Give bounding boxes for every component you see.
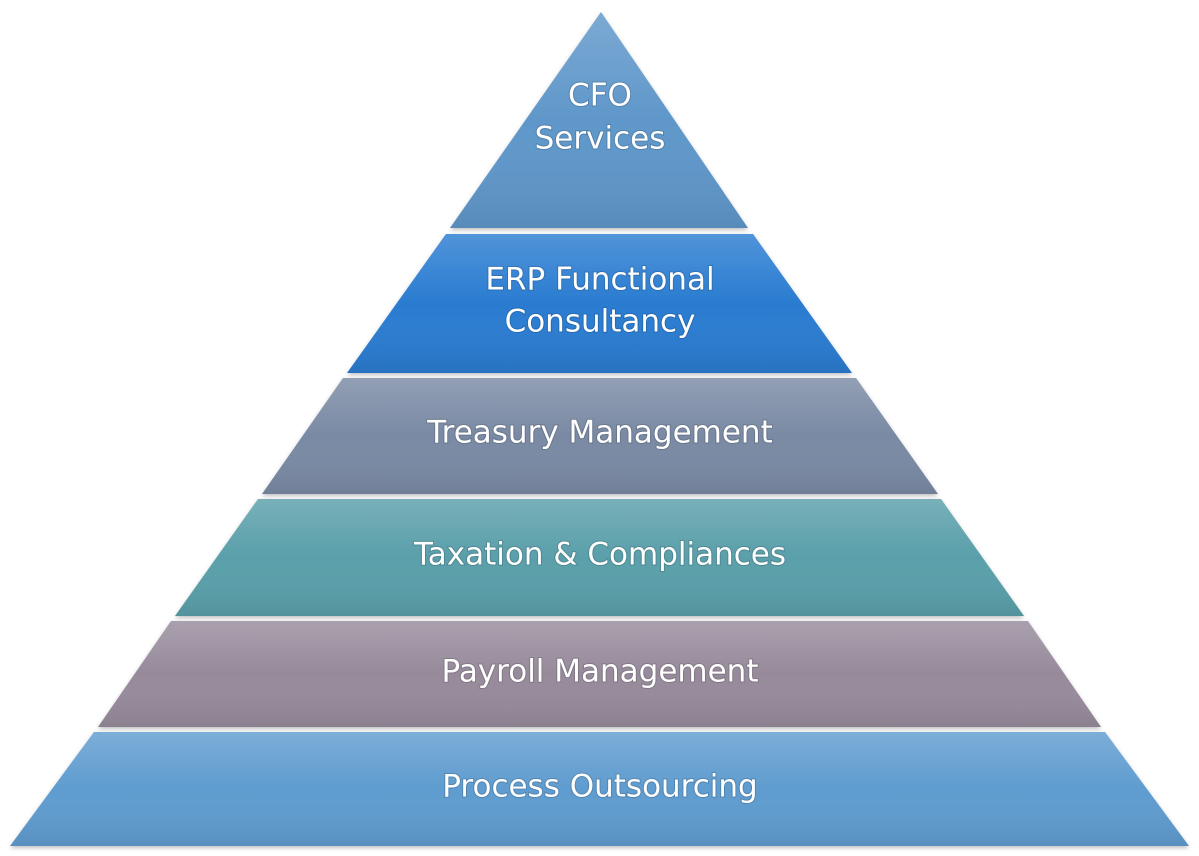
tier-shine xyxy=(262,378,938,494)
tier-shine xyxy=(450,12,748,228)
pyramid-tier-payroll-management: Payroll Management xyxy=(98,621,1101,727)
tier-shine xyxy=(98,621,1101,727)
pyramid-tier-erp-functional-consultancy: ERP Functional Consultancy xyxy=(347,234,852,373)
pyramid-tier-process-outsourcing: Process Outsourcing xyxy=(10,732,1189,846)
pyramid-tier-taxation-compliances: Taxation & Compliances xyxy=(175,499,1024,616)
tier-label-line: ERP Functional xyxy=(485,262,714,298)
pyramid-tier-treasury-management: Treasury Management xyxy=(262,378,938,494)
tier-shine xyxy=(10,732,1189,846)
tier-shine xyxy=(175,499,1024,616)
tier-label-line: Consultancy xyxy=(505,304,696,340)
tier-label-line: Process Outsourcing xyxy=(442,769,757,805)
tier-label-line: Taxation & Compliances xyxy=(413,537,786,573)
pyramid-tier-cfo-services: CFO Services xyxy=(450,12,748,228)
tier-shine xyxy=(347,234,852,373)
tier-label-line: CFO xyxy=(568,78,632,114)
tier-label-line: Services xyxy=(535,121,666,157)
tier-label-line: Treasury Management xyxy=(426,415,772,451)
tier-label-line: Payroll Management xyxy=(442,654,759,690)
